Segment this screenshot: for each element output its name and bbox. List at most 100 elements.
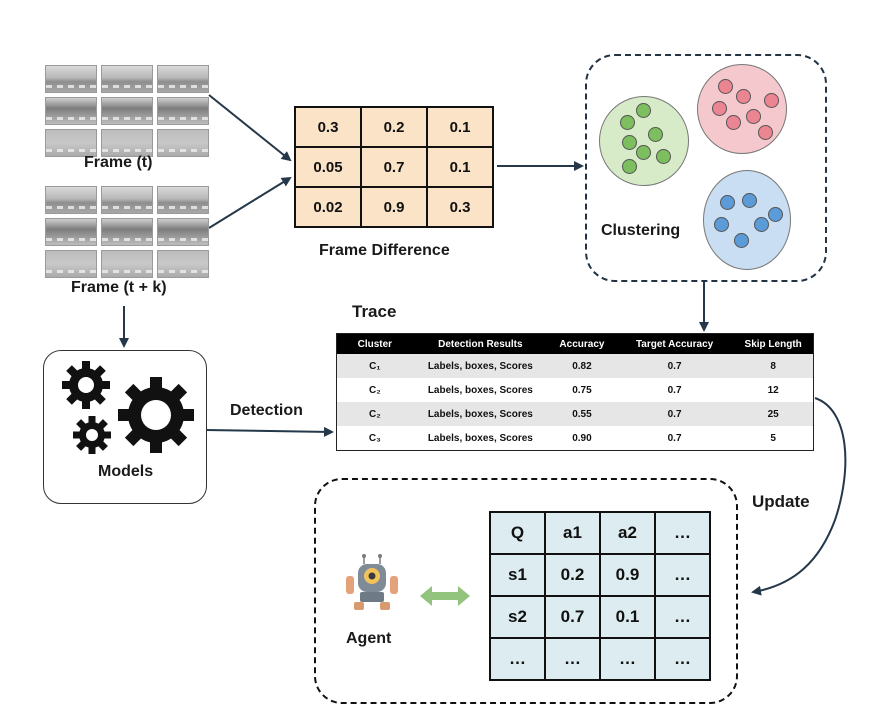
trace-cell: Labels, boxes, Scores	[412, 402, 549, 426]
update-label: Update	[752, 492, 810, 511]
cluster-point	[746, 109, 761, 124]
frame-thumbnail	[157, 218, 209, 246]
q-cell: 0.7	[544, 595, 601, 639]
diff-cell: 0.2	[360, 106, 428, 148]
clustering-box: Clustering	[585, 54, 827, 282]
cluster-point	[648, 127, 663, 142]
cluster-point	[720, 195, 735, 210]
frame-thumbnail	[101, 129, 153, 157]
cluster-point	[636, 145, 651, 160]
table-row: C₂ Labels, boxes, Scores 0.75 0.7 12	[337, 378, 814, 402]
trace-cell: 0.75	[572, 384, 592, 396]
cluster-point	[714, 217, 729, 232]
cluster-point	[712, 101, 727, 116]
arrow-frame-t-to-diff	[208, 94, 292, 162]
frame-thumbnail	[157, 97, 209, 125]
q-cell: 0.9	[599, 553, 656, 597]
frame-thumbnail	[157, 65, 209, 93]
trace-cell: 0.7	[667, 384, 682, 396]
frame-thumbnail	[101, 97, 153, 125]
trace-cell: 5	[770, 432, 776, 444]
frame-tk-label: Frame (t + k)	[71, 279, 167, 296]
trace-header: Detection Results	[412, 333, 549, 354]
trace-header-row: Cluster Detection Results Accuracy Targe…	[336, 333, 814, 354]
frame-thumbnail	[157, 250, 209, 278]
q-cell: …	[599, 637, 656, 681]
cluster-point	[758, 125, 773, 140]
q-cell: …	[489, 637, 546, 681]
frame-difference-label: Frame Difference	[319, 242, 450, 259]
trace-cell: 0.7	[667, 432, 682, 444]
diff-cell: 0.9	[360, 186, 428, 228]
diff-cell: 0.05	[294, 146, 362, 188]
frame-tk-thumbnails	[45, 186, 209, 278]
cluster-point	[726, 115, 741, 130]
diff-cell: 0.3	[294, 106, 362, 148]
trace-cell: C₁	[336, 354, 413, 378]
cluster-point	[656, 149, 671, 164]
trace-title: Trace	[352, 302, 397, 321]
trace-header: Cluster	[336, 333, 413, 354]
arrow-frame-tk-to-diff	[208, 176, 292, 229]
cluster-point	[736, 89, 751, 104]
q-cell: Q	[489, 511, 546, 555]
table-row: C₂ Labels, boxes, Scores 0.55 0.7 25	[336, 402, 814, 426]
cluster-point	[718, 79, 733, 94]
frame-thumbnail	[45, 65, 97, 93]
trace-header: Accuracy	[548, 333, 616, 354]
frame-thumbnail	[45, 218, 97, 246]
diff-cell: 0.3	[426, 186, 494, 228]
frame-thumbnail	[101, 250, 153, 278]
frame-difference-matrix: 0.3 0.2 0.1 0.05 0.7 0.1 0.02 0.9 0.3	[294, 106, 494, 228]
trace-cell: C₂	[336, 402, 413, 426]
diff-cell: 0.7	[360, 146, 428, 188]
blue-cluster	[703, 170, 791, 270]
trace-cell: 12	[767, 384, 779, 396]
trace-header: Target Accuracy	[615, 333, 734, 354]
trace-cell: 0.7	[615, 354, 734, 378]
agent-box	[314, 478, 738, 704]
q-cell: …	[654, 553, 711, 597]
models-label: Models	[98, 463, 154, 480]
trace-cell: 0.90	[572, 432, 592, 444]
cluster-point	[768, 207, 783, 222]
trace-table: Cluster Detection Results Accuracy Targe…	[336, 333, 814, 451]
cluster-point	[742, 193, 757, 208]
frame-t-thumbnails	[45, 65, 209, 157]
models-box: Models	[43, 350, 207, 504]
frame-thumbnail	[101, 186, 153, 214]
trace-cell: Labels, boxes, Scores	[427, 384, 533, 396]
trace-cell: Labels, boxes, Scores	[412, 354, 549, 378]
trace-cell: 0.55	[548, 402, 616, 426]
arrow-trace-to-qtable	[751, 397, 847, 596]
cluster-point	[622, 159, 637, 174]
double-arrow-icon	[420, 586, 470, 606]
frame-thumbnail	[101, 218, 153, 246]
frame-thumbnail	[157, 186, 209, 214]
detection-label: Detection	[230, 402, 303, 419]
q-cell: a1	[544, 511, 601, 555]
cluster-point	[734, 233, 749, 248]
frame-thumbnail	[45, 129, 97, 157]
robot-icon	[346, 554, 398, 610]
frame-thumbnail	[45, 186, 97, 214]
cluster-point	[764, 93, 779, 108]
frame-thumbnail	[45, 250, 97, 278]
trace-cell: C₃	[368, 432, 381, 444]
q-cell: s1	[489, 553, 546, 597]
q-cell: …	[654, 511, 711, 555]
q-cell: 0.2	[544, 553, 601, 597]
q-cell: …	[654, 595, 711, 639]
red-cluster	[697, 64, 787, 154]
q-cell: a2	[599, 511, 656, 555]
cluster-point	[754, 217, 769, 232]
trace-cell: 0.82	[548, 354, 616, 378]
trace-cell: Labels, boxes, Scores	[427, 432, 533, 444]
frame-thumbnail	[101, 65, 153, 93]
trace-cell: 8	[733, 354, 814, 378]
cluster-point	[636, 103, 651, 118]
trace-cell: 25	[733, 402, 814, 426]
table-row: C₃ Labels, boxes, Scores 0.90 0.7 5	[337, 426, 814, 451]
gears-icon	[62, 361, 194, 454]
